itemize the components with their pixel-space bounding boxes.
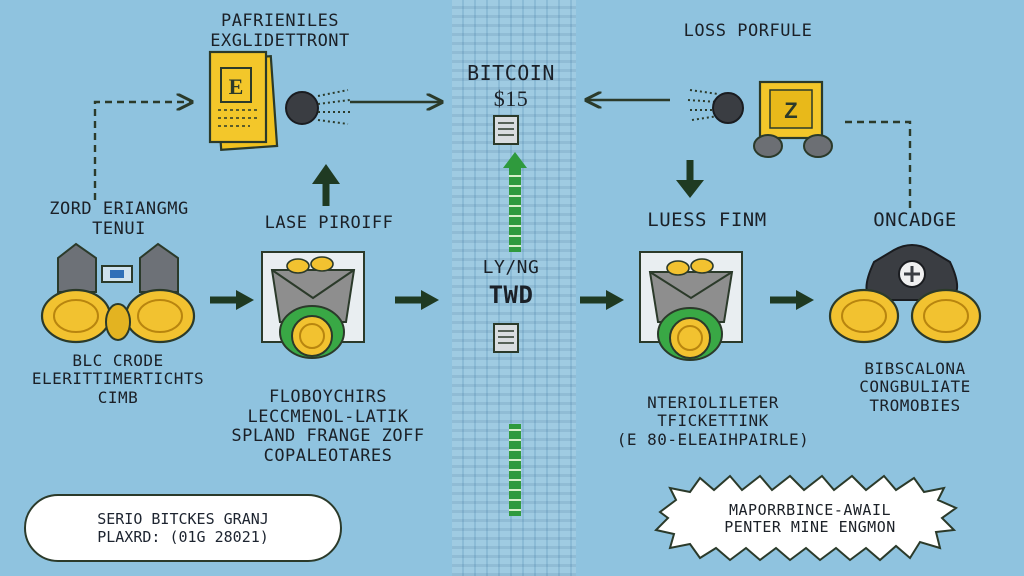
stacked-cards-icon: E <box>208 50 279 152</box>
ladder-bottom <box>509 424 521 516</box>
luess-group-caption: NTERIOLILETER TFICKETTINK (E 80-ELEAIHPA… <box>616 393 810 449</box>
bubble-left-text: SERIO BITCKES GRANJ PLAXRD: (01G 28021) <box>97 510 269 546</box>
thick-arrow-4 <box>770 290 814 310</box>
center-top-value: $15 <box>493 86 529 111</box>
top-left-title: PAFRIENILES EXGLIDETTRONT <box>210 11 350 51</box>
dark-ball-right-icon <box>687 89 744 124</box>
luess-group-title: LUESS FINM <box>647 209 767 231</box>
bubble-left: SERIO BITCKES GRANJ PLAXRD: (01G 28021) <box>24 494 342 562</box>
money-bag-icon <box>828 244 982 344</box>
center-divider-strip <box>452 0 576 576</box>
thick-arrow-3 <box>580 290 624 310</box>
coin-box-left-icon <box>261 251 365 359</box>
jagged-bubble-outline <box>654 474 959 562</box>
up-arrow-left <box>312 164 340 206</box>
center-top-label: BITCOIN <box>467 61 555 85</box>
lase-group-title: LASE PIROIFF <box>264 213 394 233</box>
thick-arrow-2 <box>395 290 439 310</box>
center-mid-label: LY/NG <box>482 257 540 278</box>
oncadge-group-title: ONCADGE <box>873 209 957 231</box>
shield-coins-icon <box>40 242 196 344</box>
svg-text:E: E <box>229 74 244 99</box>
bubble-right-text: MAPORRBINCE-AWAIL PENTER MINE ENGMON <box>724 501 896 537</box>
center-mid-value: TWD <box>488 281 534 309</box>
document-icon-top <box>493 115 519 145</box>
left-group-title: ZORD ERIANGMG TENUI <box>49 199 189 239</box>
svg-text:Z: Z <box>784 98 797 123</box>
left-group-caption: BLC CRODE ELERITTIMERTICHTS CIMB <box>31 351 205 407</box>
top-right-title: LOSS PORFULE <box>683 21 813 41</box>
down-arrow-right <box>676 160 704 198</box>
dashed-connector-left <box>93 102 190 200</box>
ladder-top <box>503 152 527 252</box>
oncadge-group-caption: BIBSCALONA CONGBULIATE TROMOBIES <box>859 359 971 415</box>
dark-ball-icon <box>285 89 352 125</box>
thick-arrow-1 <box>210 290 254 310</box>
document-icon-bottom <box>493 323 519 353</box>
dashed-connector-right <box>845 120 912 208</box>
lase-group-caption: FLOBOYCHIRS LECCMENOL-LATIK SPLAND FRANG… <box>231 387 425 466</box>
coin-box-right-icon <box>639 251 743 361</box>
yellow-box-icon: Z <box>753 80 833 158</box>
